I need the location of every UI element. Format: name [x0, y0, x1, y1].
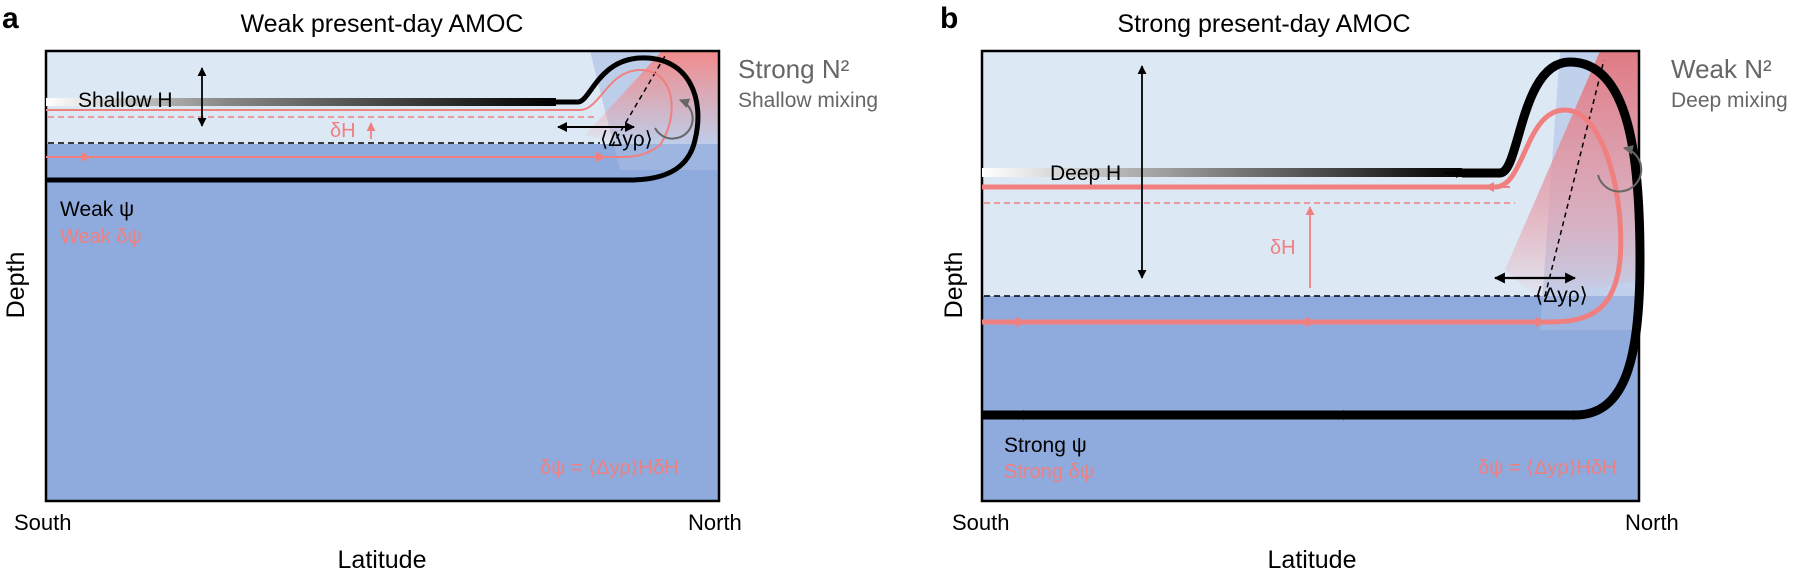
- panel-b-perturbation-loop: [982, 107, 1624, 325]
- panel-a-mixing-arrow: [654, 98, 694, 140]
- panel-b-south: South: [952, 510, 1010, 535]
- panel-b-equation: δψ = ⟨Δyρ⟩HδH: [1478, 457, 1617, 479]
- panel-a-title: Weak present-day AMOC: [241, 10, 524, 38]
- panel-b-convection-zone: [1505, 51, 1639, 300]
- panel-b-isopycnal: [1544, 59, 1605, 297]
- panel-b-side-title: Weak N²: [1671, 54, 1772, 84]
- panel-a-dh-label: δH: [330, 120, 356, 142]
- panel-a-h-label: Shallow H: [78, 89, 173, 112]
- panel-b-psi-label: Strong ψ: [1004, 434, 1087, 457]
- panel-b-h-label: Deep H: [1050, 162, 1121, 185]
- panel-b-rho-label: ⟨Δyρ⟩: [1535, 284, 1588, 307]
- panel-b-north: North: [1625, 510, 1679, 535]
- panel-b-xlabel: Latitude: [1268, 546, 1357, 572]
- panel-b-dpsi-label: Strong δψ: [1004, 461, 1094, 483]
- panel-a-surface-flow: [46, 98, 556, 106]
- panel-b-side-sub: Deep mixing: [1671, 89, 1788, 112]
- panel-b-ylabel: Depth: [940, 252, 968, 319]
- panel-a-north: North: [688, 510, 742, 535]
- panel-a-south: South: [14, 510, 72, 535]
- panel-a-perturbation-loop: [46, 68, 673, 158]
- panel-b-surface-flow: [982, 168, 1462, 177]
- panel-b-mixing-arrow: [1597, 145, 1643, 193]
- panel-a-letter: a: [2, 2, 19, 35]
- panel-a-side-title: Strong N²: [738, 54, 850, 84]
- panel-b-title: Strong present-day AMOC: [1117, 10, 1410, 38]
- panel-a-frame: [44, 49, 721, 503]
- panel-b-letter: b: [940, 2, 958, 35]
- panel-a-psi-label: Weak ψ: [60, 198, 134, 221]
- panel-a-ylabel: Depth: [2, 252, 30, 319]
- panel-a-equation: δψ = ⟨Δyρ⟩HδH: [540, 457, 679, 479]
- panel-a-rho-label: ⟨Δyρ⟩: [600, 128, 653, 151]
- panel-a-side-sub: Shallow mixing: [738, 89, 878, 112]
- panel-a-overturning-loop: [46, 55, 701, 183]
- panel-a: a Weak present-day AMOC Sh: [2, 2, 878, 572]
- panel-b-dh-label: δH: [1270, 237, 1296, 259]
- panel-a-xlabel: Latitude: [338, 546, 427, 572]
- panel-b: b Strong present-day AMOC Deep H δH ⟨Δyρ…: [940, 2, 1788, 572]
- panel-a-dpsi-label: Weak δψ: [60, 226, 142, 248]
- panel-b-overturning-loop: [982, 57, 1645, 420]
